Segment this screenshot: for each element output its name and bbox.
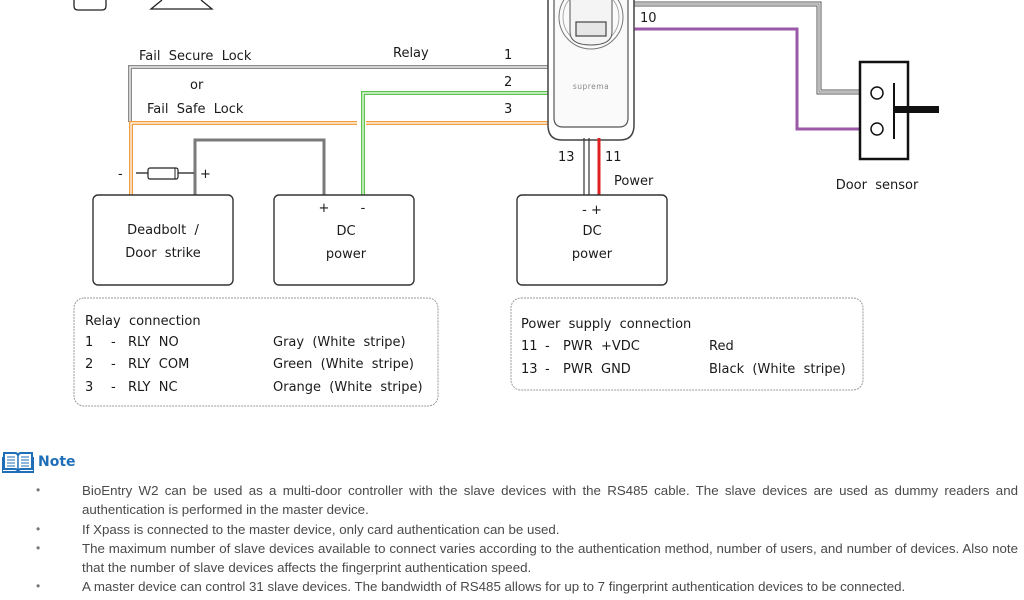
power-row-color: Red — [709, 339, 734, 354]
door-sensor-label: Door sensor — [836, 178, 919, 193]
power-row-signal: PWR GND — [563, 362, 631, 377]
note-item: The maximum number of slave devices avai… — [0, 539, 1024, 578]
note-header: Note — [1, 450, 76, 474]
pin-10-label: 10 — [640, 11, 657, 26]
top-partial-icons — [73, 0, 214, 11]
bioentry-device: suprema — [547, 0, 635, 141]
relay-table-title: Relay connection — [85, 314, 201, 329]
fail-safe-lock-label: Fail Safe Lock — [147, 102, 244, 117]
power-label: Power — [614, 174, 654, 189]
pin-11-label: 11 — [605, 150, 622, 165]
power-connection-table: Power supply connection 11 - PWR +VDC Re… — [510, 297, 864, 391]
deadbolt-label: Deadbolt / — [127, 223, 199, 238]
relay-row-signal: RLY NO — [128, 335, 179, 350]
note-list: BioEntry W2 can be used as a multi-door … — [0, 481, 1024, 597]
relay-row: 1 - RLY NO Gray (White stripe) — [85, 335, 406, 350]
door-strike-label: Door strike — [125, 246, 200, 261]
door-sensor-icon — [858, 60, 939, 161]
power-row-pin: 13 — [521, 362, 538, 377]
open-book-icon — [1, 451, 35, 474]
dc-label: DC — [336, 224, 355, 239]
dc-main-power-label: power — [572, 247, 613, 262]
dc-minus-label: - — [361, 201, 366, 216]
wire-gray-relay-no — [128, 65, 548, 122]
fail-secure-lock-label: Fail Secure Lock — [139, 49, 252, 64]
relay-row: 2 - RLY COM Green (White stripe) — [85, 357, 414, 372]
relay-row-dash: - — [111, 380, 116, 395]
relay-row-dash: - — [111, 335, 116, 350]
power-row-dash: - — [545, 362, 550, 377]
relay-label: Relay — [393, 46, 429, 61]
dc-plus-label: + — [319, 201, 330, 216]
power-row-signal: PWR +VDC — [563, 339, 640, 354]
relay-row-pin: 2 — [85, 357, 93, 372]
power-table-title: Power supply connection — [521, 317, 691, 332]
relay-row-color: Orange (White stripe) — [273, 380, 423, 395]
pin-1-label: 1 — [504, 48, 512, 63]
dc-power-relay-box: + - DC power — [273, 194, 415, 286]
note-item: If Xpass is connected to the master devi… — [0, 520, 1024, 540]
power-row: 13 - PWR GND Black (White stripe) — [521, 362, 846, 377]
dc-main-polarity-label: - + — [582, 203, 602, 218]
power-row-dash: - — [545, 339, 550, 354]
relay-row-signal: RLY COM — [128, 357, 189, 372]
power-text-label: power — [326, 247, 367, 262]
pin-13-label: 13 — [558, 150, 575, 165]
power-row-pin: 11 — [521, 339, 538, 354]
wire-gray-door-sensor — [632, 1, 860, 95]
relay-row-dash: - — [111, 357, 116, 372]
device-brand-label: suprema — [573, 82, 609, 91]
note-item: A master device can control 31 slave dev… — [0, 577, 1024, 597]
wire-lock-to-dc-plus — [193, 138, 326, 196]
partial-box-icon — [73, 0, 107, 11]
relay-row: 3 - RLY NC Orange (White stripe) — [85, 380, 423, 395]
pin-2-label: 2 — [504, 75, 512, 90]
power-row-color: Black (White stripe) — [709, 362, 846, 377]
diode-minus-label: - — [118, 167, 123, 182]
relay-row-pin: 1 — [85, 335, 93, 350]
relay-row-color: Gray (White stripe) — [273, 335, 406, 350]
or-label: or — [190, 78, 204, 93]
relay-row-color: Green (White stripe) — [273, 357, 414, 372]
partial-triangle-icon — [149, 0, 214, 10]
deadbolt-box: Deadbolt / Door strike — [92, 194, 234, 286]
fingerprint-sensor — [575, 21, 607, 37]
note-title: Note — [38, 454, 76, 470]
wire-green-relay-com — [357, 91, 548, 196]
power-row: 11 - PWR +VDC Red — [521, 339, 734, 354]
pin-3-label: 3 — [504, 102, 512, 117]
wire-orange-relay-nc — [129, 121, 548, 196]
relay-row-pin: 3 — [85, 380, 93, 395]
dc-power-main-box: - + DC power — [516, 194, 668, 286]
dc-main-label: DC — [582, 224, 601, 239]
relay-connection-table: Relay connection 1 - RLY NO Gray (White … — [73, 297, 439, 407]
note-item: BioEntry W2 can be used as a multi-door … — [0, 481, 1024, 520]
diode-icon: - + — [118, 167, 211, 182]
diode-plus-label: + — [200, 167, 211, 182]
relay-row-signal: RLY NC — [128, 380, 178, 395]
wire-purple-door-sensor — [632, 27, 860, 131]
wiring-diagram: - + Fail Secure Lock or Fail Safe Lock R… — [73, 0, 939, 407]
